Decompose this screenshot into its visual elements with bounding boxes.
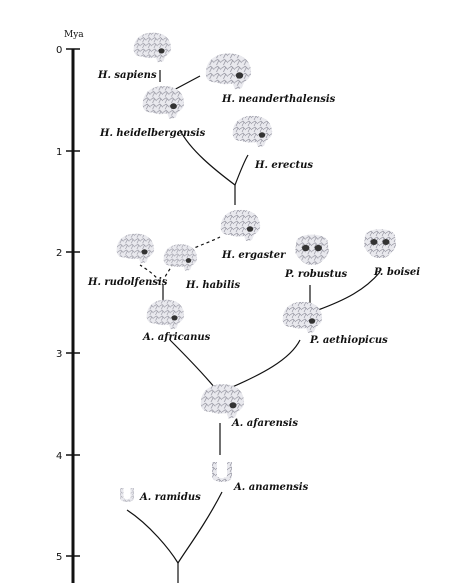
label-ergaster: H. ergaster (221, 250, 286, 261)
label-erectus: H. erectus (254, 160, 313, 171)
label-sapiens: H. sapiens (97, 70, 157, 81)
axis-tick-0: 0 (56, 45, 80, 56)
branch-rudolfensis (139, 264, 161, 283)
skull-boisei (364, 229, 396, 258)
axis-tick-label-2: 2 (56, 248, 62, 259)
skull-anamensis (212, 462, 232, 482)
skull-robustus (295, 234, 329, 265)
skull-rudolfensis (116, 233, 155, 264)
label-robustus: P. robustus (284, 269, 348, 280)
label-boisei: P. boisei (373, 267, 420, 278)
axis-tick-label-3: 3 (56, 349, 62, 360)
time-axis: Mya 0 1 2 3 4 5 (56, 30, 84, 583)
branch-afarensis-aethiopicus (229, 339, 301, 389)
skull-ergaster (220, 209, 261, 241)
skull-ramidus (120, 488, 134, 502)
skull-neanderthalensis (205, 53, 252, 90)
axis-tick-5: 5 (56, 552, 80, 563)
skull-erectus (232, 115, 273, 147)
skull-aethiopicus (282, 301, 323, 333)
axis-tick-label-1: 1 (56, 147, 62, 158)
phylogeny-branches (126, 70, 381, 583)
label-habilis: H. habilis (185, 280, 241, 291)
skull-heidelbergensis (142, 86, 185, 119)
axis-tick-3: 3 (56, 349, 80, 360)
skull-habilis (163, 244, 198, 271)
skull-africanus (146, 299, 185, 330)
label-aethiopicus: P. aethiopicus (309, 335, 388, 346)
axis-tick-label-0: 0 (56, 45, 62, 56)
axis-tick-label-4: 4 (56, 451, 62, 462)
branch-afarensis-africanus (169, 339, 216, 389)
axis-tick-1: 1 (56, 147, 80, 158)
label-rudolfensis: H. rudolfensis (87, 277, 168, 288)
branch-heidelbergensis (179, 129, 236, 186)
label-africanus: A. africanus (142, 332, 211, 343)
branch-erectus (234, 154, 249, 186)
branch-habilis (162, 264, 173, 283)
axis-tick-4: 4 (56, 451, 80, 462)
branch-aethiopicus-boisei (317, 271, 381, 311)
branch-ramidus (126, 509, 179, 564)
label-afarensis: A. afarensis (231, 418, 298, 429)
label-ramidus: A. ramidus (139, 492, 201, 503)
axis-tick-2: 2 (56, 248, 80, 259)
axis-tick-label-5: 5 (56, 552, 62, 563)
label-heidelbergensis: H. heidelbergensis (99, 128, 206, 139)
skull-sapiens (133, 32, 172, 63)
skull-afarensis (200, 384, 245, 419)
label-neanderthalensis: H. neanderthalensis (221, 94, 336, 105)
branch-habilis-ergaster (189, 236, 221, 251)
axis-unit-label: Mya (64, 30, 84, 40)
label-anamensis: A. anamensis (233, 482, 309, 493)
branch-anamensis (177, 491, 223, 564)
